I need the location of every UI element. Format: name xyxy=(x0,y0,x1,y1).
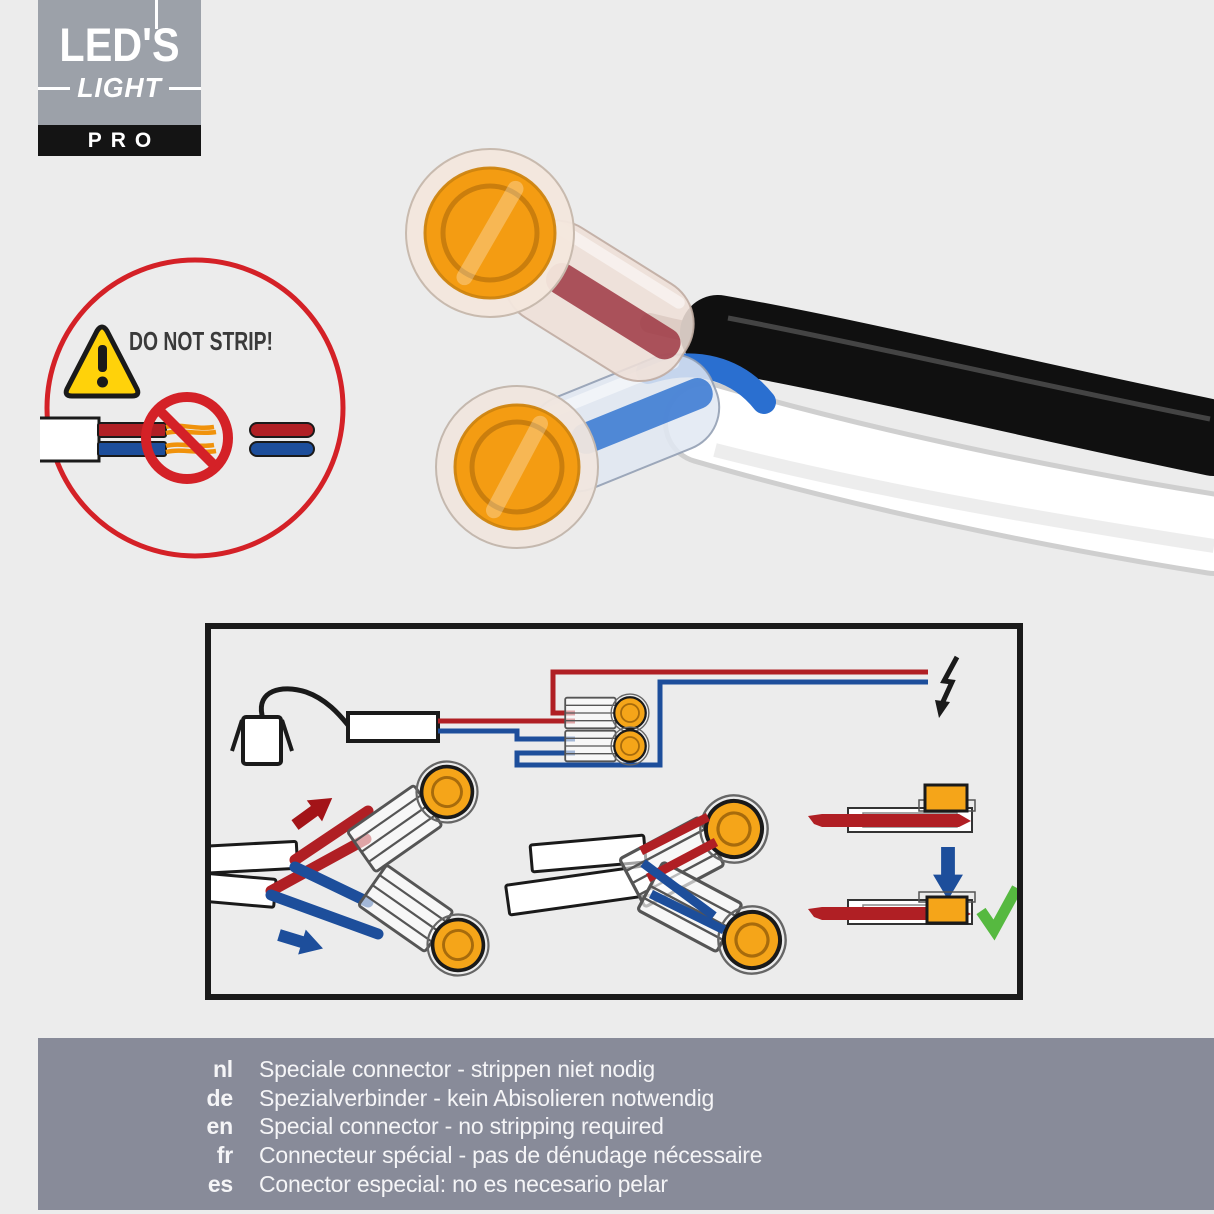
mains-lightning-icon xyxy=(935,655,960,718)
logo-light-row: LIGHT xyxy=(38,72,201,104)
warning-triangle-icon xyxy=(63,324,141,399)
do-not-strip-badge: DO NOT STRIP! xyxy=(40,257,346,559)
logo-pro-bar: PRO xyxy=(38,125,201,156)
connector-cap-pressed xyxy=(925,895,969,925)
badge-title: DO NOT STRIP! xyxy=(129,326,273,356)
connector-symbol-bottom xyxy=(564,725,651,767)
lang-code: fr xyxy=(216,1142,233,1169)
lang-row-es: es Conector especial: no es necesario pe… xyxy=(38,1170,1214,1199)
logo-divider-line-left xyxy=(38,86,70,90)
lang-text: Connecteur spécial - pas de dénudage néc… xyxy=(259,1142,763,1169)
lang-text: Spezialverbinder - kein Abisolieren notw… xyxy=(259,1084,715,1111)
wire-red-mains xyxy=(550,669,928,716)
badge-circle xyxy=(44,257,346,559)
logo-divider-line-right xyxy=(169,86,201,90)
lang-row-en: en Special connector - no stripping requ… xyxy=(38,1113,1214,1142)
photo-black-cable xyxy=(680,295,1214,476)
photo-white-cable xyxy=(663,381,1214,576)
unstripped-wires-illustration xyxy=(249,422,315,457)
lang-code: de xyxy=(206,1084,234,1111)
step-wires-inserted xyxy=(504,784,798,986)
step-press-cap xyxy=(808,783,1017,941)
logo-box: LED'S LIGHT xyxy=(38,0,201,125)
language-banner: nl Speciale connector - strippen niet no… xyxy=(38,1038,1214,1210)
lamp-wire xyxy=(258,686,351,728)
photo-connector-top xyxy=(405,148,695,383)
connector-photo xyxy=(405,148,1214,576)
lang-code: es xyxy=(207,1171,233,1198)
logo-pro-text: PRO xyxy=(87,128,161,152)
lang-text: Speciale connector - strippen niet nodig xyxy=(259,1055,656,1082)
blue-arrow-icon xyxy=(275,922,327,961)
lang-code: en xyxy=(206,1113,234,1140)
wire-blue-driver xyxy=(438,728,575,742)
diagram-svg xyxy=(211,655,1017,990)
prohibition-icon xyxy=(141,392,233,484)
brand-logo: LED'S LIGHT PRO xyxy=(38,0,201,156)
red-arrow-icon xyxy=(287,787,340,836)
logo-light-text: LIGHT xyxy=(77,72,162,103)
lang-code: nl xyxy=(212,1055,233,1082)
checkmark-icon xyxy=(976,885,1017,941)
lang-text: Special connector - no stripping require… xyxy=(259,1113,664,1140)
lang-row-nl: nl Speciale connector - strippen niet no… xyxy=(38,1055,1214,1084)
logo-hanging-line xyxy=(155,0,158,29)
wire-blue-mains xyxy=(514,679,928,768)
led-driver-icon xyxy=(346,711,440,743)
lamp-icon xyxy=(230,715,294,766)
step-insert-wires xyxy=(211,747,503,990)
instruction-diagram xyxy=(205,623,1023,1000)
lang-row-de: de Spezialverbinder - kein Abisolieren n… xyxy=(38,1084,1214,1113)
logo-leds-text: LED'S xyxy=(59,18,180,71)
lang-row-fr: fr Connecteur spécial - pas de dénudage … xyxy=(38,1141,1214,1170)
lang-text: Conector especial: no es necesario pelar xyxy=(259,1171,668,1198)
photo-connector-bottom xyxy=(435,353,721,549)
connector-cap-raised xyxy=(923,783,969,813)
connector-symbol-top xyxy=(564,692,651,734)
